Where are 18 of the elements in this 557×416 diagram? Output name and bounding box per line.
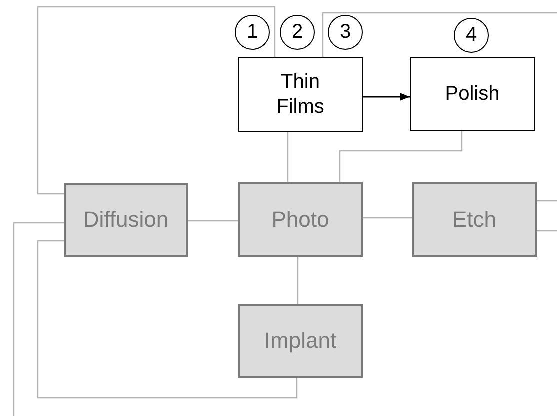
connector-line xyxy=(188,220,238,222)
connector-line xyxy=(537,230,557,232)
connector-line xyxy=(287,132,289,182)
connector-line xyxy=(37,240,298,399)
connector-line xyxy=(537,200,557,202)
connector-line xyxy=(322,12,557,57)
process-box: Implant xyxy=(238,304,363,378)
process-box: Thin Films xyxy=(238,57,363,132)
process-box: Etch xyxy=(412,182,537,257)
connector-line xyxy=(13,222,64,416)
connector-line xyxy=(339,131,463,182)
connector-line xyxy=(37,6,276,195)
arrow xyxy=(363,93,410,101)
process-box: Diffusion xyxy=(64,183,188,257)
connector-line xyxy=(363,217,412,219)
process-box: Polish xyxy=(410,57,535,131)
connector-line xyxy=(297,257,299,304)
process-box: Photo xyxy=(238,182,363,257)
